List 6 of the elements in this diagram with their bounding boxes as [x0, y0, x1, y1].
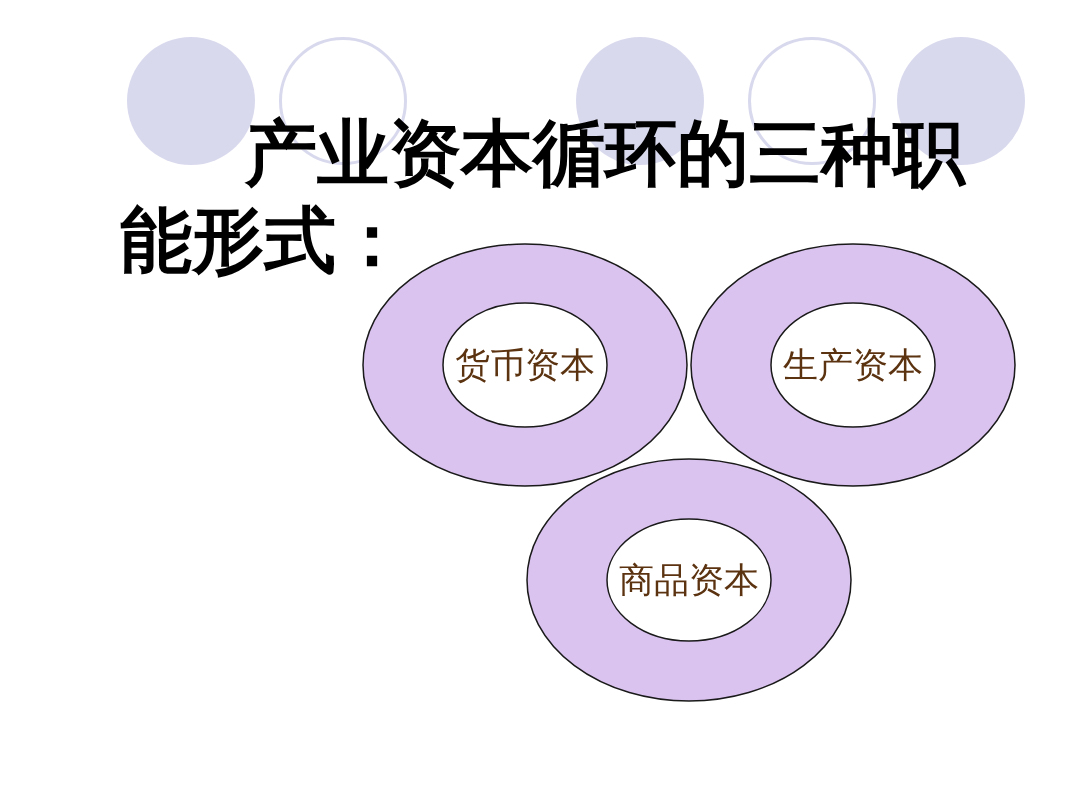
node-label: 商品资本 — [619, 559, 759, 601]
node-label: 生产资本 — [783, 344, 923, 386]
ring-shape — [526, 458, 852, 702]
ring-shape — [690, 243, 1016, 487]
slide-title: 产业资本循环的三种职能形式： — [120, 110, 967, 284]
node-label: 货币资本 — [455, 344, 595, 386]
